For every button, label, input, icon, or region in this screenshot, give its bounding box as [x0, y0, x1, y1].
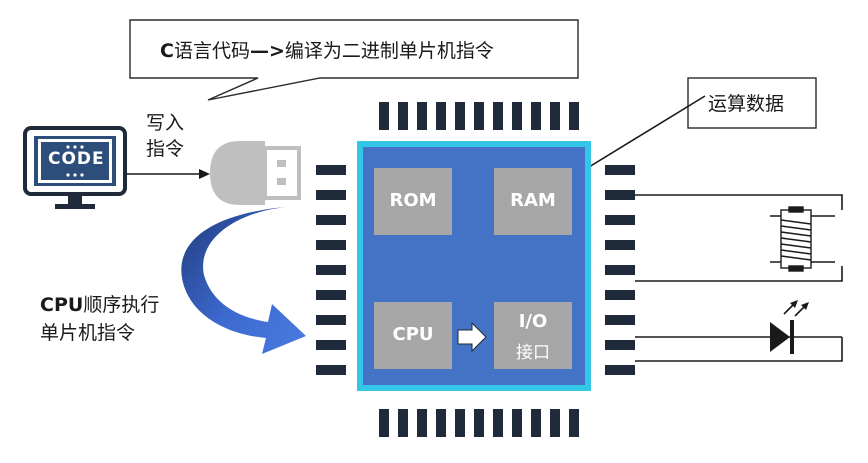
cpu-exec-label-rest: 顺序执行	[83, 294, 160, 316]
top-callout-text: C语言代码—>编译为二进制单片机指令	[160, 36, 494, 63]
cpu-exec-label-line1: CPU顺序执行	[40, 290, 159, 317]
io-label-line2: 接口	[516, 343, 550, 363]
computer-screen-code: CODE	[48, 149, 105, 169]
rom-label: ROM	[389, 190, 437, 211]
rom-block	[374, 168, 452, 235]
coil-wire-bottom	[635, 266, 843, 282]
top-callout-rest: 语言代码	[173, 40, 250, 62]
top-callout-tail: 编译为二进制单片机指令	[284, 40, 494, 62]
computer-icon	[23, 126, 127, 209]
io-label-line1: I/O	[518, 311, 548, 332]
chip-pins-top	[379, 102, 579, 130]
flow-curved-arrow	[181, 206, 306, 354]
top-callout-arrow: —>	[249, 40, 285, 62]
chip-pins-left	[316, 165, 346, 375]
top-callout-bold: C	[160, 40, 174, 62]
cpu-label: CPU	[392, 324, 434, 345]
chip-pins-bottom	[379, 409, 579, 437]
write-label-line2: 指令	[146, 138, 185, 160]
ram-block	[494, 168, 572, 235]
cpu-exec-label-bold: CPU	[40, 294, 84, 316]
io-block	[494, 302, 572, 369]
usb-plug-icon	[210, 141, 301, 205]
right-callout-box	[687, 77, 817, 129]
write-arrow-head	[199, 169, 210, 179]
led-wire-bottom	[635, 337, 843, 362]
led-diode-icon	[770, 300, 809, 354]
cpu-exec-label-line2: 单片机指令	[40, 322, 136, 344]
ram-label: RAM	[510, 190, 556, 211]
write-label-line1: 写入	[146, 112, 185, 134]
chip-pins-right	[605, 165, 635, 375]
right-callout-text: 运算数据	[708, 93, 785, 115]
cpu-to-io-arrow	[457, 321, 487, 353]
cpu-block	[374, 302, 452, 369]
coil-icon	[770, 206, 835, 272]
top-callout-bubble	[129, 19, 579, 101]
coil-wire-top	[635, 194, 843, 210]
